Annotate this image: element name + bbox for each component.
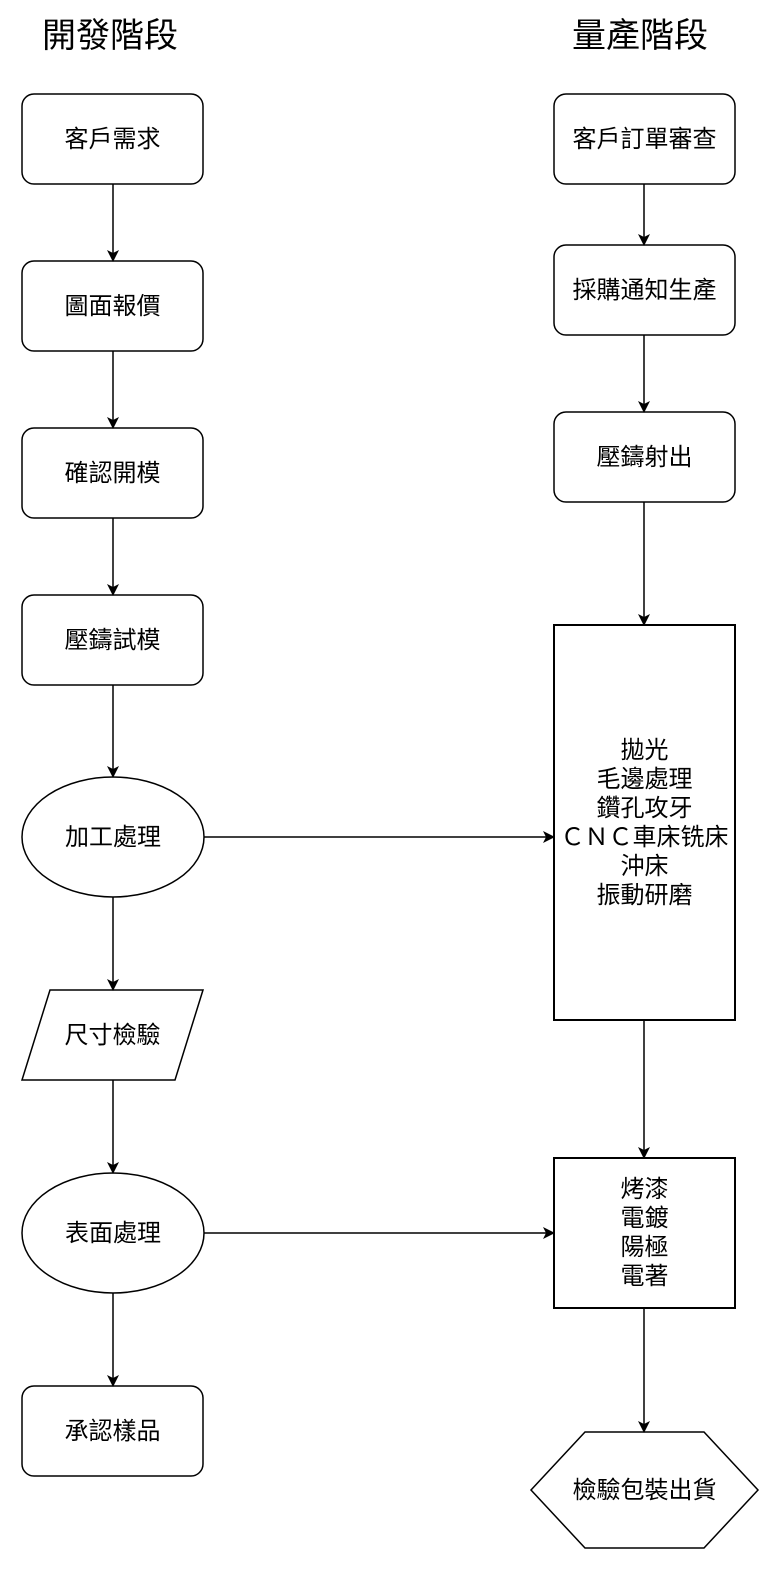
machining-item-deburr: 毛邊處理	[596, 764, 693, 793]
node-trial-casting: 壓鑄試模	[64, 625, 161, 654]
surface-item-plating: 電鍍	[620, 1204, 669, 1232]
machining-item-punch: 沖床	[620, 851, 669, 880]
surface-item-anodize: 陽極	[620, 1233, 669, 1261]
node-shape-machining-list	[553, 624, 736, 1021]
machining-item-drill-tap: 鑽孔攻牙	[596, 793, 693, 822]
node-dimension-inspection: 尺寸檢驗	[64, 1020, 161, 1049]
node-approved-sample: 承認樣品	[64, 1416, 161, 1445]
node-shape-dimension-inspection	[20, 989, 205, 1081]
node-surface-list: 烤漆 電鍍 陽極 電著	[554, 1158, 735, 1308]
node-order-review: 客戶訂單審查	[572, 124, 717, 153]
node-purchase-notice: 採購通知生產	[572, 275, 717, 304]
node-customer-requirement: 客戶需求	[64, 124, 161, 153]
surface-item-paint: 烤漆	[620, 1175, 669, 1203]
surface-item-electrodeposition: 電著	[620, 1262, 669, 1290]
machining-item-cnc: ＣＮＣ車床铣床	[560, 822, 729, 851]
node-shape-final-shipping	[529, 1431, 760, 1549]
node-machining-list: 拋光 毛邊處理 鑽孔攻牙 ＣＮＣ車床铣床 沖床 振動研磨	[554, 625, 735, 1020]
node-confirm-mold: 確認開模	[64, 458, 161, 487]
production-stage-title: 量產階段	[572, 16, 708, 56]
machining-item-vibration-grinding: 振動研磨	[596, 880, 693, 909]
node-drawing-quote: 圖面報價	[64, 291, 161, 320]
node-machining: 加工處理	[65, 822, 161, 851]
machining-item-polish: 拋光	[620, 735, 669, 764]
node-final-shipping: 檢驗包裝出貨	[572, 1475, 717, 1504]
node-die-casting: 壓鑄射出	[596, 442, 693, 471]
node-surface-treatment: 表面處理	[65, 1218, 161, 1247]
development-stage-title: 開發階段	[42, 16, 178, 56]
